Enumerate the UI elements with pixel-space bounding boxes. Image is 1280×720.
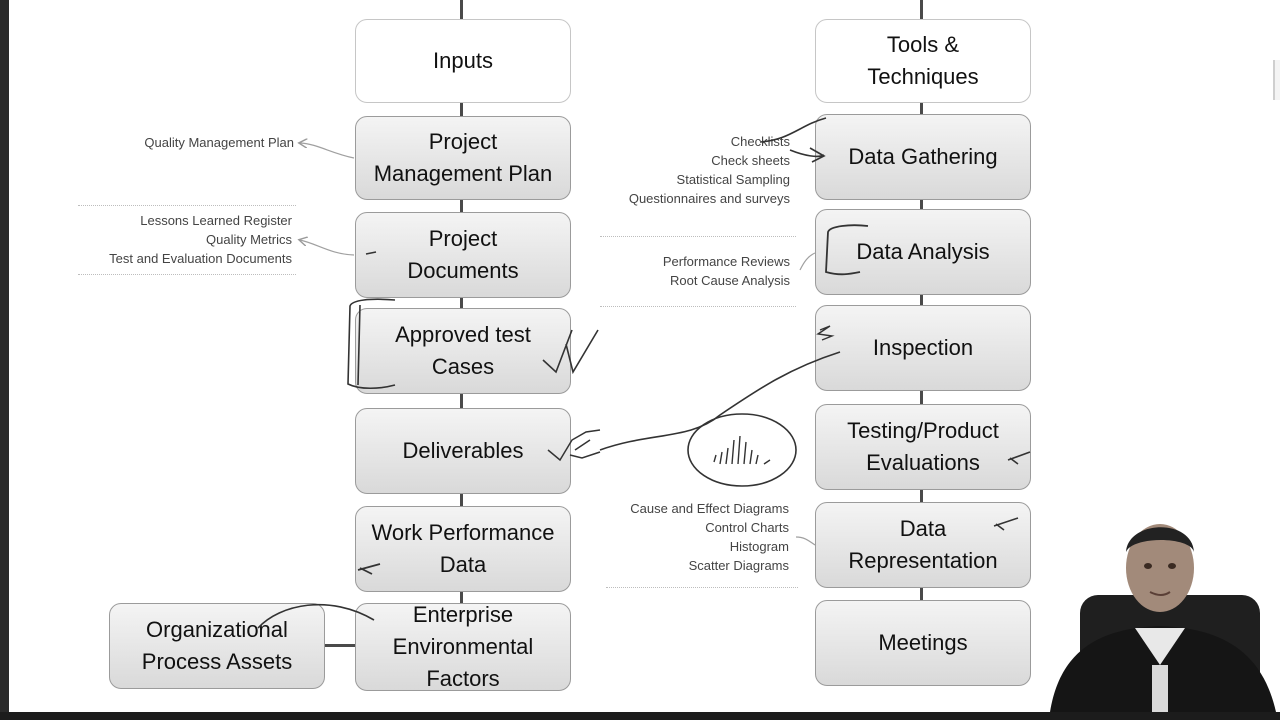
presenter-video [1050,524,1276,712]
data-analysis-arrow [799,252,816,271]
data-analysis-note-rule-top [600,236,796,237]
inspection-link-ink [599,351,841,451]
tools-connector-line [920,0,923,604]
histogram-circle-ink [687,413,797,487]
pmp-annotation: Quality Management Plan [144,135,294,150]
input-deliverables[interactable]: Deliverables [355,408,571,494]
opa-eef-connector [324,644,356,647]
tool-inspection[interactable]: Inspection [815,305,1031,391]
tools-header: Tools & Techniques [815,19,1031,103]
tool-meetings[interactable]: Meetings [815,600,1031,686]
input-approved-test-cases[interactable]: Approved test Cases [355,308,571,394]
project-documents-arrow [300,240,355,256]
tool-testing-product-evaluations[interactable]: Testing/Product Evaluations [815,404,1031,490]
input-organizational-process-assets[interactable]: Organizational Process Assets [109,603,325,689]
inputs-connector-line [460,0,463,606]
project-documents-annotation: Lessons Learned Register Quality Metrics… [109,213,292,266]
tool-data-representation[interactable]: Data Representation [815,502,1031,588]
project-documents-note-rule-bottom [78,274,296,275]
tool-data-gathering[interactable]: Data Gathering [815,114,1031,200]
input-project-documents[interactable]: Project Documents [355,212,571,298]
data-representation-annotation: Cause and Effect Diagrams Control Charts… [630,501,789,573]
data-gathering-annotation: Checklists Check sheets Statistical Samp… [628,134,790,206]
histogram-sketch-ink [713,435,771,465]
input-project-management-plan[interactable]: Project Management Plan [355,116,571,200]
input-enterprise-environmental-factors[interactable]: Enterprise Environmental Factors [355,602,571,691]
data-analysis-note-rule-bottom [600,306,796,307]
pmp-arrow [300,143,355,159]
project-documents-note-rule-top [78,205,296,206]
left-frame-edge [0,0,9,720]
tool-data-analysis[interactable]: Data Analysis [815,209,1031,295]
data-analysis-annotation: Performance Reviews Root Cause Analysis [662,254,790,288]
data-representation-arrow [795,536,816,546]
bottom-frame-edge [0,712,1280,720]
input-work-performance-data[interactable]: Work Performance Data [355,506,571,592]
data-representation-note-rule-bottom [606,587,798,588]
inputs-header: Inputs [355,19,571,103]
right-edge-marker [1273,60,1280,100]
